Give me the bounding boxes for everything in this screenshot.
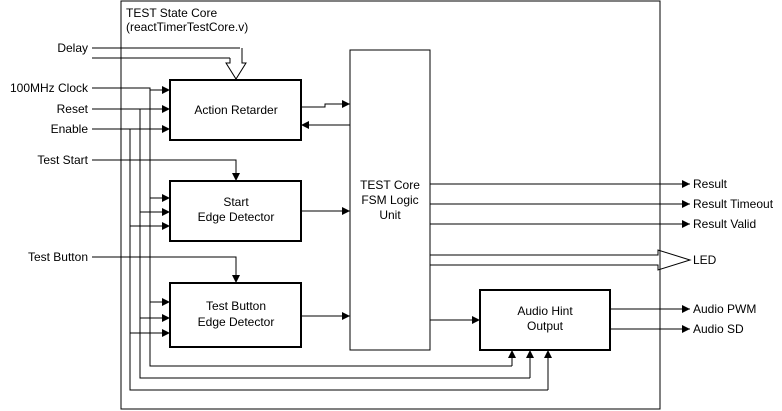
start-edge-label-line2: Edge Detector [198,210,275,224]
result-timeout-label: Result Timeout [693,197,774,211]
audio-pwm-label: Audio PWM [693,302,756,316]
led-label: LED [693,253,717,267]
action-retarder-block [169,79,302,141]
audio-sd-label: Audio SD [693,322,744,336]
start-edge-label-line1: Start [223,195,249,209]
enable-wire [92,128,548,391]
test-button-label: Test Button [28,250,88,264]
result-label: Result [693,177,728,191]
reset-wire [92,108,530,379]
retarder-to-fsm-wire [301,100,350,108]
clock-wire [92,87,512,367]
clock-label: 100MHz Clock [10,81,89,95]
test-start-label: Test Start [37,153,88,167]
audio-label-line2: Output [527,319,564,333]
result-valid-label: Result Valid [693,217,756,231]
fsm-label-line1: TEST Core [360,178,420,192]
action-retarder-label: Action Retarder [194,103,277,117]
button-edge-detector-block [169,282,302,348]
start-edge-detector-block [169,180,302,242]
core-title: TEST State Core [126,6,217,20]
fsm-label-line3: Unit [379,208,401,222]
button-edge-label-line2: Edge Detector [198,315,275,329]
button-edge-label-line1: Test Button [206,299,266,313]
reset-label: Reset [57,102,89,116]
fsm-logic-unit-block [349,49,431,351]
led-bus-arrow [430,249,692,271]
test-start-wire [92,159,240,181]
test-button-wire [92,256,240,283]
fsm-label-line2: FSM Logic [361,193,418,207]
audio-label-line1: Audio Hint [517,304,573,318]
core-file-name: (reactTimerTestCore.v) [126,20,248,34]
delay-label: Delay [57,41,88,55]
enable-label: Enable [51,122,89,136]
